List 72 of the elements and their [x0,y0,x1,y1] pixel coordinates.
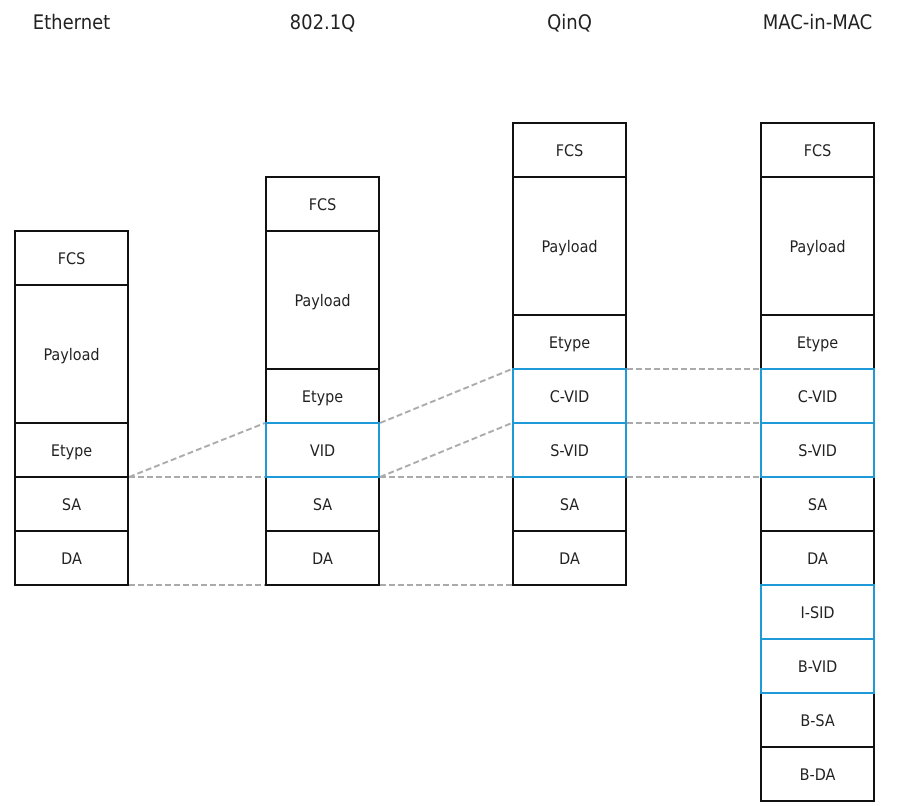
field-name: FCS [308,194,336,214]
frame-field-box [760,530,875,586]
frame-field-box [512,476,627,532]
dashed-guide-line [380,368,512,424]
field-name: DA [312,548,333,568]
field-name: S-VID [798,440,837,460]
frame-field-box [265,530,380,586]
frame-field-box [14,422,129,478]
field-name: DA [559,548,580,568]
field-name: VID [310,440,336,460]
frame-field-box [760,314,875,370]
dashed-guide-line [129,476,265,478]
column-heading: QinQ [546,10,593,34]
frame-field-box [512,176,627,316]
field-name: B-DA [800,764,836,784]
dashed-guide-line [627,476,760,478]
field-name: Payload [43,344,100,364]
frame-field-box [512,122,627,178]
field-name: FCS [58,248,86,268]
tag-field-box [760,368,875,424]
field-name: Etype [796,332,838,352]
field-name: C-VID [798,386,838,406]
field-name: Payload [294,290,351,310]
dashed-guide-line [128,422,266,478]
field-name: FCS [804,140,832,160]
field-name: Payload [789,236,846,256]
column-heading: 802.1Q [288,10,356,34]
column-heading: MAC-in-MAC [762,10,874,34]
field-name: Etype [50,440,92,460]
frame-field-box [760,476,875,532]
field-name: S-VID [550,440,589,460]
frame-field-box [760,692,875,748]
column-heading: Ethernet [32,10,112,34]
field-name: B-SA [800,710,835,730]
field-name: I-SID [800,602,834,622]
field-name: SA [62,494,82,514]
field-name: Etype [548,332,590,352]
field-name: SA [312,494,332,514]
frame-field-box [265,230,380,370]
frame-field-box [14,530,129,586]
frame-field-box [14,230,129,286]
dashed-guide-line [627,368,760,370]
tag-field-box [760,422,875,478]
field-name: Etype [302,386,344,406]
frame-field-box [760,746,875,802]
frame-field-box [512,314,627,370]
field-name: B-VID [798,656,838,676]
frame-field-box [760,176,875,316]
field-name: DA [807,548,828,568]
dashed-guide-line [627,422,760,424]
field-name: C-VID [550,386,590,406]
field-name: FCS [556,140,584,160]
frame-field-box [512,530,627,586]
frame-field-box [265,476,380,532]
frame-field-box [265,368,380,424]
field-name: SA [560,494,580,514]
dashed-guide-line [380,476,512,478]
dashed-guide-line [129,584,265,586]
tag-field-box [512,422,627,478]
frame-field-box [14,476,129,532]
frame-field-box [14,284,129,424]
tag-field-box [760,638,875,694]
tag-field-box [760,584,875,640]
dashed-guide-line [380,422,512,478]
field-name: SA [808,494,828,514]
field-name: DA [61,548,82,568]
field-name: Payload [541,236,598,256]
tag-field-box [265,422,380,478]
frame-field-box [265,176,380,232]
tag-field-box [512,368,627,424]
frame-field-box [760,122,875,178]
dashed-guide-line [380,584,512,586]
